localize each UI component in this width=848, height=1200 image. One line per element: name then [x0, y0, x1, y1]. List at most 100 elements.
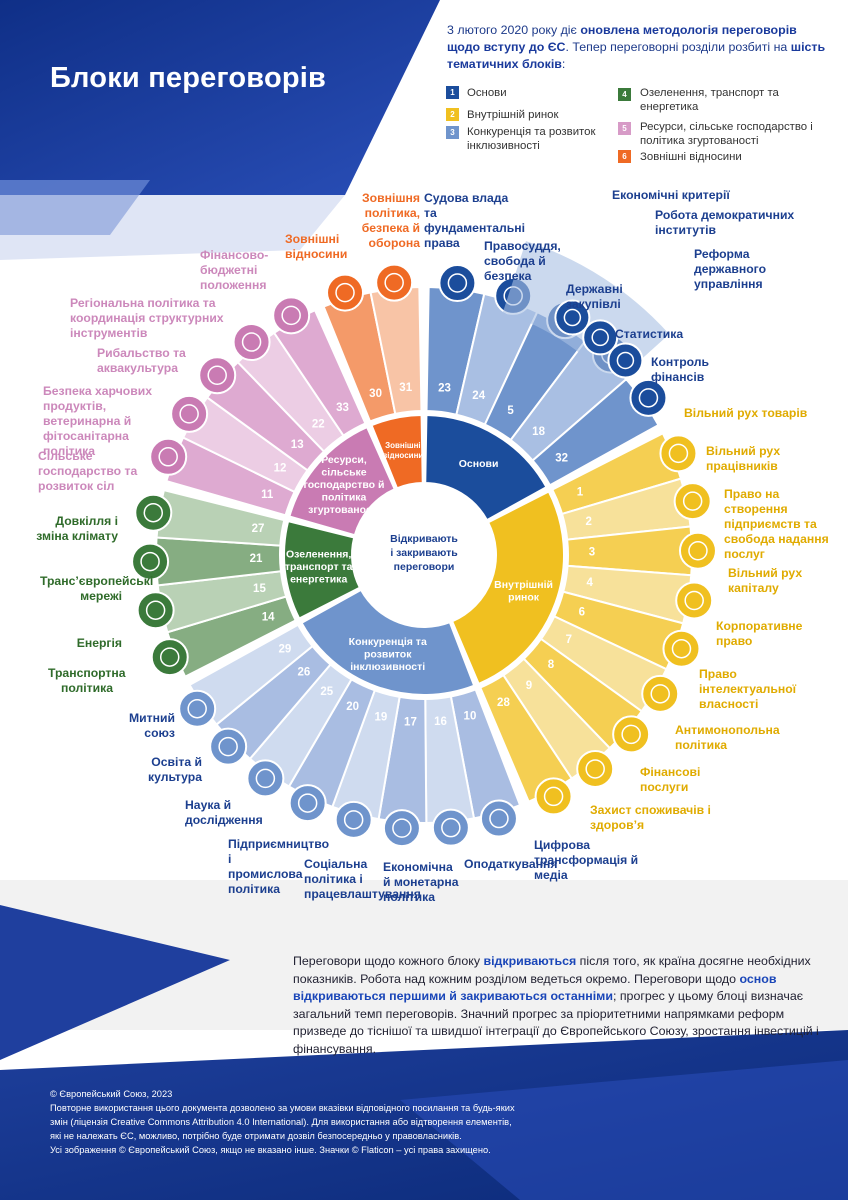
chapter-icon-11 [149, 437, 188, 476]
label-ch30: Зовнішні відносини [285, 232, 348, 261]
legend-num-1: 1 [446, 86, 459, 99]
chapter-number-14: 14 [262, 612, 275, 624]
page-title: Блоки переговорів [50, 62, 327, 94]
label-ch13: Рибальство та аквакультура [97, 346, 186, 375]
cluster-label-6-line-2: відносини [382, 451, 423, 460]
chapter-icon-26 [209, 727, 248, 766]
chapter-icon-glyph-3 [688, 540, 708, 561]
label-ch23: Судова влада та фундаментальні права [424, 191, 526, 250]
center-label-line-2: і закривають [390, 547, 458, 559]
label-ch3: Право на створення підприємств та свобод… [724, 487, 829, 561]
fundamentals-icon-2 [582, 319, 619, 356]
chapter-icon-33 [272, 296, 311, 335]
chapter-number-6: 6 [579, 606, 585, 618]
label-ch32: Контроль фінансів [651, 355, 710, 384]
chapter-icon-15 [136, 591, 175, 630]
label-ch20: Підприємництво і промислова політика [228, 837, 330, 896]
chapter-number-20: 20 [346, 701, 359, 713]
legend-label-3: Конкуренція та розвиток інклюзивності [467, 126, 596, 152]
chapter-icon-glyph-26 [218, 736, 238, 757]
copyright-footer: © Європейський Союз, 2023 Повторне викор… [50, 1087, 520, 1157]
chapter-icon-glyph-19 [343, 810, 364, 830]
chapter-icon-6 [662, 629, 701, 668]
label-ch15: Енергія [76, 636, 122, 650]
chapter-number-26: 26 [298, 667, 311, 679]
cluster-label-5-line-2: сільське [321, 467, 366, 479]
legend-num-6: 6 [618, 150, 631, 163]
label-ch5: Державні закупівлі [566, 282, 623, 311]
cluster-label-1-line-1: Основи [459, 458, 499, 470]
footer-copyright: © Європейський Союз, 2023 [50, 1089, 173, 1099]
cluster-label-2-line-2: ринок [508, 591, 540, 603]
chapter-icon-glyph-27 [143, 502, 164, 523]
cluster-core-6 [370, 414, 424, 490]
chapter-number-11: 11 [261, 489, 274, 501]
label-ch2: Вільний рух працівників [706, 444, 781, 473]
legend-label-2: Внутрішній ринок [467, 109, 559, 121]
chapter-icon-glyph-2 [682, 491, 703, 511]
chapter-number-28: 28 [497, 697, 510, 709]
chapter-number-18: 18 [532, 426, 545, 438]
chapter-icon-17 [382, 809, 421, 848]
chapter-number-29: 29 [279, 643, 292, 655]
chapter-icon-glyph-33 [281, 305, 301, 326]
chapter-number-22: 22 [312, 418, 325, 430]
chapter-icon-19 [334, 800, 373, 839]
cluster-core-5 [288, 425, 397, 537]
chapter-icon-27 [134, 493, 173, 532]
chapter-icon-glyph-11 [158, 447, 178, 467]
cluster-label-3-line-2: розвиток [364, 648, 412, 660]
cluster-label-6-line-1: Зовнішні [385, 441, 421, 450]
chapter-icon-9 [576, 749, 615, 788]
chapter-icon-glyph-31 [384, 272, 404, 293]
intro-text: 3 лютого 2020 року діє оновлена методоло… [447, 23, 826, 71]
chapter-icon-glyph-4 [684, 590, 704, 611]
legend-num-2: 2 [446, 108, 459, 121]
chapter-icon-14 [150, 638, 189, 677]
chapter-icon-glyph-32 [638, 388, 659, 408]
chapter-number-27: 27 [252, 523, 265, 535]
chapter-number-23: 23 [438, 382, 451, 394]
chapter-icon-glyph-10 [489, 808, 509, 829]
chapter-number-21: 21 [250, 553, 263, 565]
label-ch8: Антимонопольна політика [675, 723, 780, 752]
chapter-icon-glyph-6 [671, 638, 692, 659]
chapter-icon-glyph-16 [441, 817, 461, 838]
label-ch27: Довкілля і зміна клімату [36, 514, 118, 543]
chapter-icon-30 [326, 273, 365, 312]
cluster-label-4-line-1: Озеленення, [286, 548, 351, 560]
chapter-icon-glyph-30 [335, 282, 355, 303]
label-ch6: Корпоративне право [716, 619, 803, 648]
fundamentals-icon-glyph-2 [591, 328, 609, 347]
label-ch33: Фінансово-бюджетні положення [200, 248, 269, 292]
chapter-number-4: 4 [586, 577, 593, 589]
chapter-number-24: 24 [472, 390, 485, 402]
cluster-label-5-line-5: згуртованості [308, 504, 380, 516]
cluster-label-5-line-3: господарство й [304, 479, 385, 491]
label-economic-criteria: Економічні критерії [612, 188, 730, 202]
cluster-core-1 [424, 414, 548, 522]
label-ch9: Фінансові послуги [640, 765, 701, 794]
label-ch28: Захист споживачів і здоров’я [590, 803, 711, 832]
cluster-core-4 [283, 519, 362, 620]
chapter-icon-4 [675, 581, 714, 620]
chapter-number-33: 33 [336, 402, 349, 414]
chapter-icon-glyph-1 [668, 443, 689, 464]
chapter-icon-glyph-15 [145, 600, 166, 620]
chapter-icon-glyph-14 [159, 647, 180, 667]
label-ch16: Оподаткування [464, 857, 558, 871]
legend-label-1: Основи [467, 87, 507, 99]
chapter-number-31: 31 [399, 382, 412, 394]
legend-num-4: 4 [618, 88, 631, 101]
label-ch22: Регіональна політика та координація стру… [70, 296, 224, 340]
footer-images: Усі зображення © Європейський Союз, якщо… [50, 1145, 491, 1155]
label-ch29: Митний союз [129, 711, 175, 740]
chapter-number-1: 1 [577, 487, 584, 499]
cluster-core-2 [450, 490, 565, 686]
label-ch17: Економічна й монетарна політика [383, 860, 459, 904]
label-public-admin-reform: Реформа державного управління [694, 247, 767, 291]
chapter-number-13: 13 [291, 439, 304, 451]
chapter-icon-32 [629, 378, 668, 417]
legend-label-6: Зовнішні відносини [640, 151, 742, 163]
